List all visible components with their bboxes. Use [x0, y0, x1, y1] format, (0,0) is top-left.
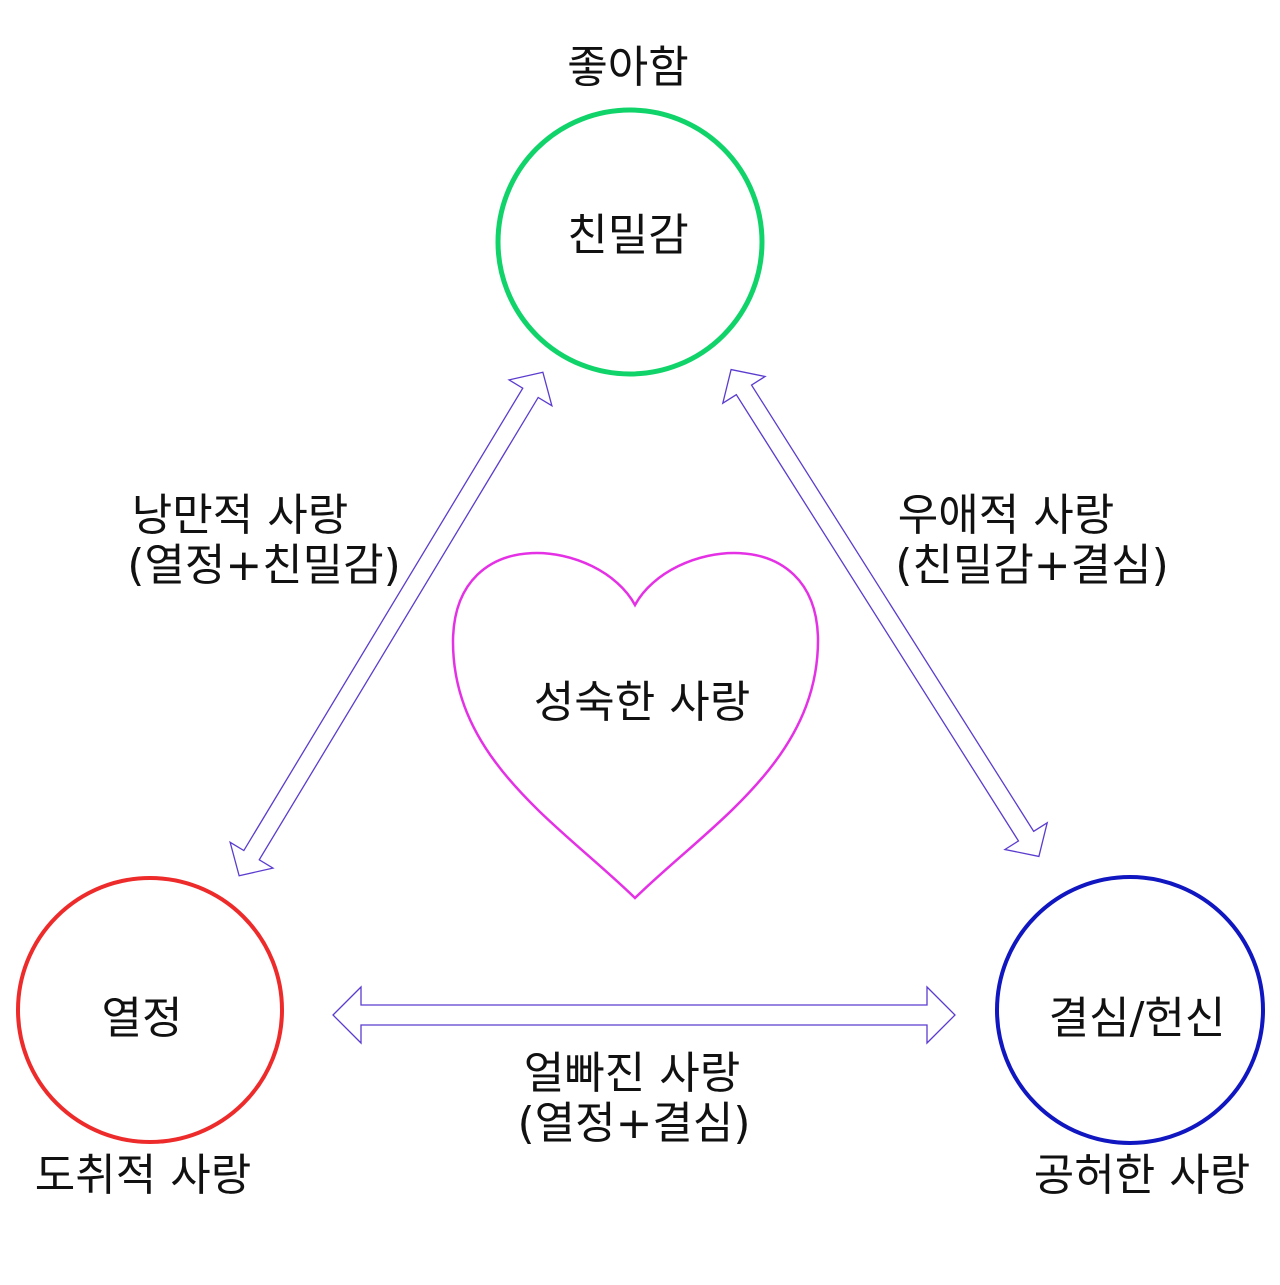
- heart-icon: [451, 551, 820, 900]
- commitment-label: 결심/헌신: [1049, 993, 1226, 1044]
- commitment-circle: [995, 875, 1265, 1145]
- consummate-love-label: 성숙한 사랑: [534, 677, 750, 728]
- arrow-passion-commitment: [332, 985, 956, 1045]
- arrow-intimacy-commitment: [721, 368, 1049, 858]
- intimacy-label: 친밀감: [567, 210, 688, 261]
- empty-love-caption: 공허한 사랑: [1034, 1150, 1250, 1201]
- companionate-love-label: 우애적 사랑: [898, 490, 1114, 541]
- liking-caption: 좋아함: [567, 42, 688, 93]
- passion-circle: [16, 876, 284, 1144]
- romantic-love-formula: (열정+친밀감): [127, 540, 401, 591]
- fatuous-love-formula: (열정+결심): [517, 1098, 750, 1149]
- romantic-love-label: 낭만적 사랑: [132, 490, 348, 541]
- passion-label: 열정: [102, 993, 183, 1044]
- companionate-love-formula: (친밀감+결심): [895, 540, 1169, 591]
- fatuous-love-label: 얼빠진 사랑: [524, 1048, 740, 1099]
- infatuated-love-caption: 도취적 사랑: [35, 1150, 251, 1201]
- arrow-passion-intimacy: [229, 371, 553, 877]
- intimacy-circle: [495, 107, 765, 377]
